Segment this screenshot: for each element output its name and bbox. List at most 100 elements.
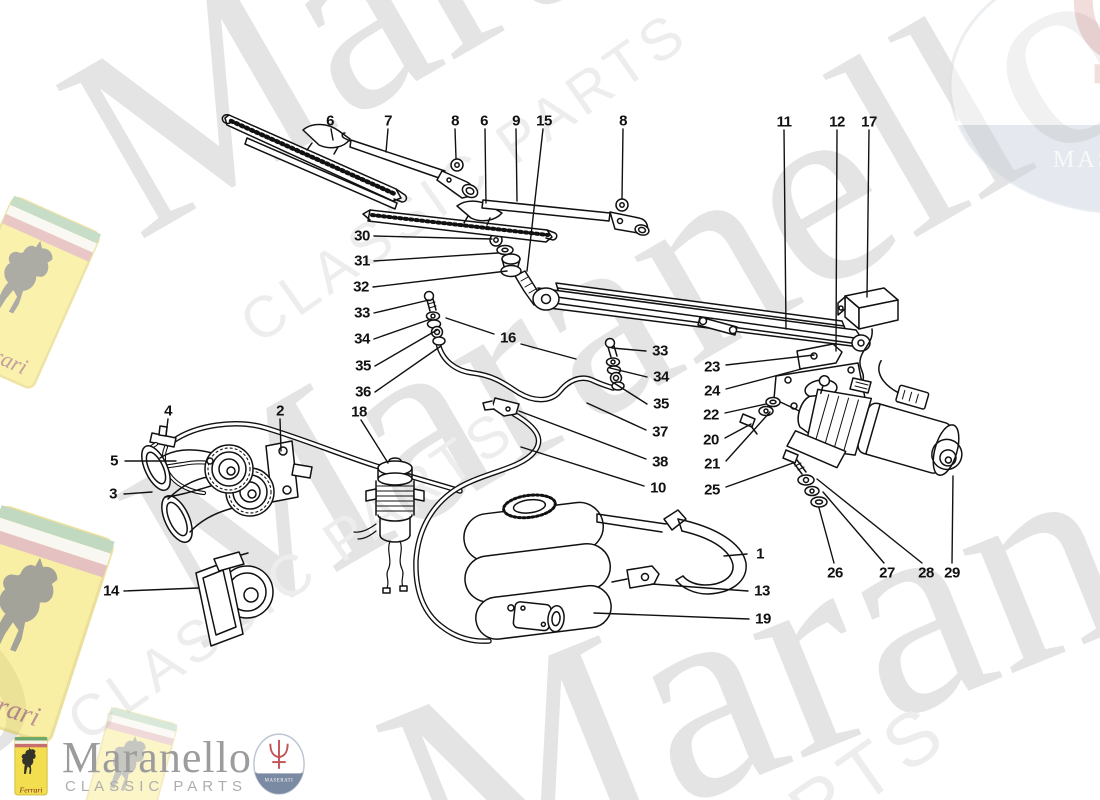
callout-14: 14 — [103, 582, 119, 600]
leader-line-17 — [866, 129, 870, 298]
leader-line-33 — [373, 299, 430, 314]
washer-hose-reservoir — [413, 411, 542, 644]
leader-line-6 — [484, 128, 487, 204]
callout-8: 8 — [451, 112, 459, 130]
leader-line-16 — [520, 343, 577, 360]
cover-clip — [611, 565, 660, 589]
callout-18: 18 — [351, 403, 367, 421]
callout-28: 28 — [918, 564, 934, 582]
callout-8: 8 — [619, 112, 627, 130]
callout-3: 3 — [109, 485, 117, 503]
maserati-logo: MASERATI — [252, 732, 306, 800]
callout-17: 17 — [861, 113, 877, 131]
leader-line-10 — [520, 446, 645, 487]
leader-line-34 — [609, 367, 648, 378]
callout-19: 19 — [755, 610, 771, 628]
leader-line-36 — [374, 345, 442, 393]
footer-subtitle: CLASSIC PARTS — [65, 778, 247, 795]
callout-12: 12 — [829, 113, 845, 131]
leader-line-34 — [373, 318, 432, 340]
callout-31: 31 — [354, 252, 370, 270]
callout-15: 15 — [536, 112, 552, 130]
callout-5: 5 — [110, 452, 118, 470]
trident-icon — [1073, 0, 1100, 84]
callout-24: 24 — [704, 382, 720, 400]
pivot-washer — [496, 244, 514, 256]
prancing-horse-icon — [109, 736, 146, 792]
leader-line-9 — [515, 128, 518, 202]
callout-38: 38 — [652, 453, 668, 471]
wiper-blade-1 — [221, 114, 408, 210]
leader-line-12 — [835, 129, 838, 352]
callout-11: 11 — [776, 113, 792, 131]
callout-21: 21 — [704, 455, 720, 473]
maserati-wordmark: MASERATI — [1053, 147, 1100, 173]
callout-7: 7 — [384, 112, 392, 130]
callout-27: 27 — [879, 564, 895, 582]
callout-1: 1 — [756, 545, 764, 563]
leader-line-30 — [373, 235, 493, 240]
callout-6: 6 — [480, 112, 488, 130]
leader-line-38 — [518, 410, 647, 460]
leader-line-35 — [613, 382, 648, 405]
leader-line-28 — [816, 478, 923, 564]
callout-2: 2 — [276, 402, 284, 420]
wiper-arm-2 — [481, 199, 650, 236]
arm-nut-1 — [450, 158, 464, 172]
leader-line-13 — [651, 583, 749, 592]
leader-line-37 — [586, 402, 647, 431]
callout-10: 10 — [650, 479, 666, 497]
washer-hose-mid — [435, 340, 616, 403]
washer-pump — [353, 457, 425, 594]
ferrari-badge-watermark: Ferrari — [0, 501, 119, 752]
leader-line-23 — [725, 354, 815, 366]
wiper-blade-2 — [362, 200, 558, 243]
callout-9: 9 — [512, 112, 520, 130]
footer-logo-bar: Ferrari Maranello CLASSIC PARTS MASERATI — [0, 726, 1100, 800]
reservoir-cover — [596, 509, 747, 595]
ferrari-badge: Ferrari — [14, 736, 48, 800]
leader-line-14 — [123, 587, 199, 592]
leader-line-21 — [725, 411, 771, 462]
callout-36: 36 — [355, 383, 371, 401]
callout-34: 34 — [354, 330, 370, 348]
leader-line-7 — [385, 128, 389, 153]
ferrari-badge-watermark: Ferrari — [0, 192, 104, 397]
leader-line-27 — [822, 491, 885, 564]
leader-line-6 — [330, 128, 334, 141]
relay — [837, 287, 899, 394]
leader-line-8 — [621, 128, 624, 200]
leader-line-31 — [373, 252, 499, 262]
wiper-arm-1 — [341, 132, 479, 199]
leader-line-11 — [783, 129, 787, 330]
prancing-horse-icon — [0, 240, 53, 314]
ferrari-badge-watermark — [76, 705, 179, 800]
leader-line-18 — [360, 419, 389, 464]
leader-line-25 — [725, 462, 794, 488]
pivot-bushing — [500, 253, 522, 278]
callout-32: 32 — [353, 278, 369, 296]
callout-22: 22 — [703, 406, 719, 424]
callout-6: 6 — [326, 112, 334, 130]
callout-4: 4 — [164, 402, 172, 420]
footer-brand: Maranello — [62, 733, 252, 782]
leader-line-32 — [372, 270, 508, 288]
hose-tee-connector — [149, 425, 177, 448]
callout-33: 33 — [652, 342, 668, 360]
callout-23: 23 — [704, 358, 720, 376]
leader-line-29 — [951, 475, 954, 564]
callout-29: 29 — [944, 564, 960, 582]
prancing-horse-icon — [21, 747, 36, 774]
horn-air-hose — [170, 421, 463, 494]
leader-line-8 — [454, 128, 457, 159]
leader-line-19 — [593, 612, 750, 620]
air-horn-upper — [141, 444, 254, 498]
reservoir-pump-motor — [507, 601, 565, 633]
ferrari-wordmark: Ferrari — [19, 785, 43, 794]
hose-fitting — [482, 397, 520, 417]
callout-35: 35 — [355, 357, 371, 375]
